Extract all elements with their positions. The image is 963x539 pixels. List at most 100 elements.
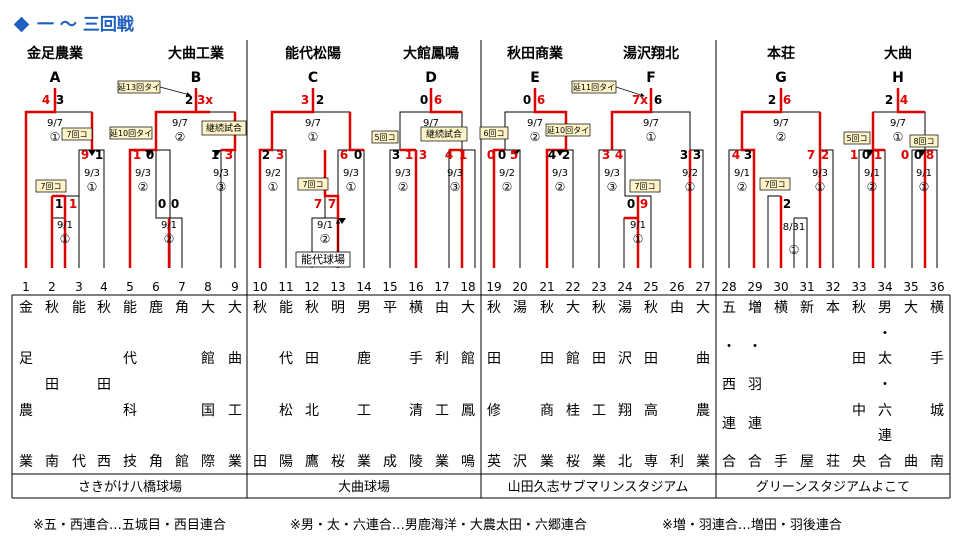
- school-name-char: ・: [878, 376, 892, 393]
- score-value: 0: [354, 148, 362, 162]
- seed-team-name: 湯沢翔北: [623, 46, 679, 62]
- date-label: 9/3: [213, 168, 229, 179]
- school-name: 秋田南: [41, 300, 63, 470]
- score-value: 3: [276, 148, 284, 162]
- score-value: 0: [158, 197, 166, 211]
- position-number: 10: [252, 280, 267, 294]
- game-number: ③: [607, 180, 618, 194]
- game-number: ②: [776, 130, 787, 144]
- school-name: 能代科技: [119, 300, 141, 470]
- school-name-char: 業: [435, 453, 449, 470]
- note-called-game: 5回コ: [846, 134, 867, 143]
- school-name-char: 西: [722, 377, 736, 393]
- school-name-char: 秋: [592, 300, 606, 316]
- note-extra-innings: 延10回タイ: [110, 128, 152, 138]
- position-number: 15: [382, 280, 397, 294]
- score-value: 4: [42, 93, 50, 107]
- school-name-char: 由: [435, 300, 449, 316]
- school-name-char: 大: [201, 300, 215, 316]
- school-name-char: 田: [253, 454, 267, 470]
- position-number: 25: [643, 280, 658, 294]
- school-name-char: 業: [228, 453, 242, 470]
- school-name: 大曲: [900, 300, 922, 470]
- bracket-letter-e: E: [530, 70, 540, 86]
- date-label: 9/3: [552, 168, 568, 179]
- school-name-char: 田: [305, 351, 319, 368]
- date-label: 9/7: [305, 118, 321, 129]
- school-name-char: 秋: [487, 300, 501, 316]
- school-name-char: 新: [800, 300, 814, 316]
- school-name: 秋田北鷹: [301, 300, 323, 470]
- school-name-char: 沢: [513, 454, 527, 470]
- school-name-char: 角: [175, 300, 189, 316]
- school-name-char: 大: [228, 300, 242, 316]
- seed-team-name: 大曲工業: [168, 46, 224, 62]
- school-name-char: 本: [826, 300, 840, 316]
- note-called-game: 5回コ: [374, 133, 395, 142]
- game-number: ②: [138, 180, 149, 194]
- school-name-char: 業: [540, 453, 554, 470]
- seed-team-name: 大曲: [884, 46, 912, 62]
- score-value: 1: [95, 148, 103, 162]
- school-name-char: 秋: [305, 300, 319, 316]
- note-extra-innings: 延10回タイ: [547, 125, 589, 135]
- game-number: ②: [164, 232, 175, 246]
- school-name-char: 合: [748, 454, 762, 470]
- school-name: 横手清陵: [405, 300, 427, 470]
- school-name-char: 足: [19, 351, 33, 368]
- school-name-char: 手: [930, 351, 944, 368]
- school-name-char: 館: [461, 351, 475, 368]
- score-value: 1: [211, 148, 219, 162]
- seed-team-name: 秋田商業: [507, 46, 563, 62]
- position-number: 23: [591, 280, 606, 294]
- position-number: 9: [231, 280, 239, 294]
- date-label: 9/3: [343, 168, 359, 179]
- date-label: 9/2: [265, 168, 281, 179]
- position-number: 35: [903, 280, 918, 294]
- school-name-char: 大: [566, 300, 580, 316]
- score-value: 3: [680, 148, 688, 162]
- position-number: 24: [617, 280, 632, 294]
- school-name: 秋田工業: [588, 300, 610, 470]
- school-name-char: 代: [279, 351, 293, 368]
- game-number: ①: [346, 180, 357, 194]
- school-name-char: 能: [123, 300, 137, 316]
- game-number: ②: [502, 180, 513, 194]
- school-name-char: ・: [878, 325, 892, 342]
- game-number: ①: [815, 180, 826, 194]
- school-name: 湯沢: [509, 300, 531, 470]
- school-name: 秋田西: [93, 300, 115, 470]
- school-name: 横手: [770, 300, 792, 470]
- venue-label: さきがけ八橋球場: [78, 480, 182, 495]
- school-name-char: 工: [357, 402, 371, 419]
- date-label: 9/1: [916, 168, 932, 179]
- venue-label: グリーンスタジアムよこて: [756, 480, 910, 495]
- score-value: 0: [523, 93, 531, 107]
- seed-team-name: 能代松陽: [285, 46, 341, 62]
- school-name-char: 大: [904, 300, 918, 316]
- school-name: 大館鳳鳴: [457, 300, 479, 470]
- game-number: ②: [867, 180, 878, 194]
- score-value: 4: [548, 148, 556, 162]
- score-value: 3: [301, 93, 309, 107]
- school-name: 男・太・六連合: [874, 300, 896, 470]
- score-value: 6: [783, 93, 791, 107]
- date-label: 9/3: [84, 168, 100, 179]
- school-name-char: 城: [930, 402, 944, 419]
- school-name: 大館国際: [197, 300, 219, 470]
- date-label: 9/7: [423, 118, 439, 129]
- school-name-char: 連: [722, 415, 736, 432]
- score-value: 6: [654, 93, 662, 107]
- school-name-char: 館: [566, 351, 580, 368]
- score-value: 2: [262, 148, 270, 162]
- school-name-char: 修: [487, 402, 501, 419]
- score-value: 4: [445, 148, 453, 162]
- position-number: 27: [695, 280, 710, 294]
- note-called-game: 8回コ: [913, 137, 934, 146]
- date-label: 9/7: [773, 118, 789, 129]
- school-name-char: 六: [878, 402, 892, 419]
- bracket-letter-d: D: [425, 70, 437, 86]
- position-number: 28: [721, 280, 736, 294]
- bracket-letter-f: F: [646, 70, 656, 86]
